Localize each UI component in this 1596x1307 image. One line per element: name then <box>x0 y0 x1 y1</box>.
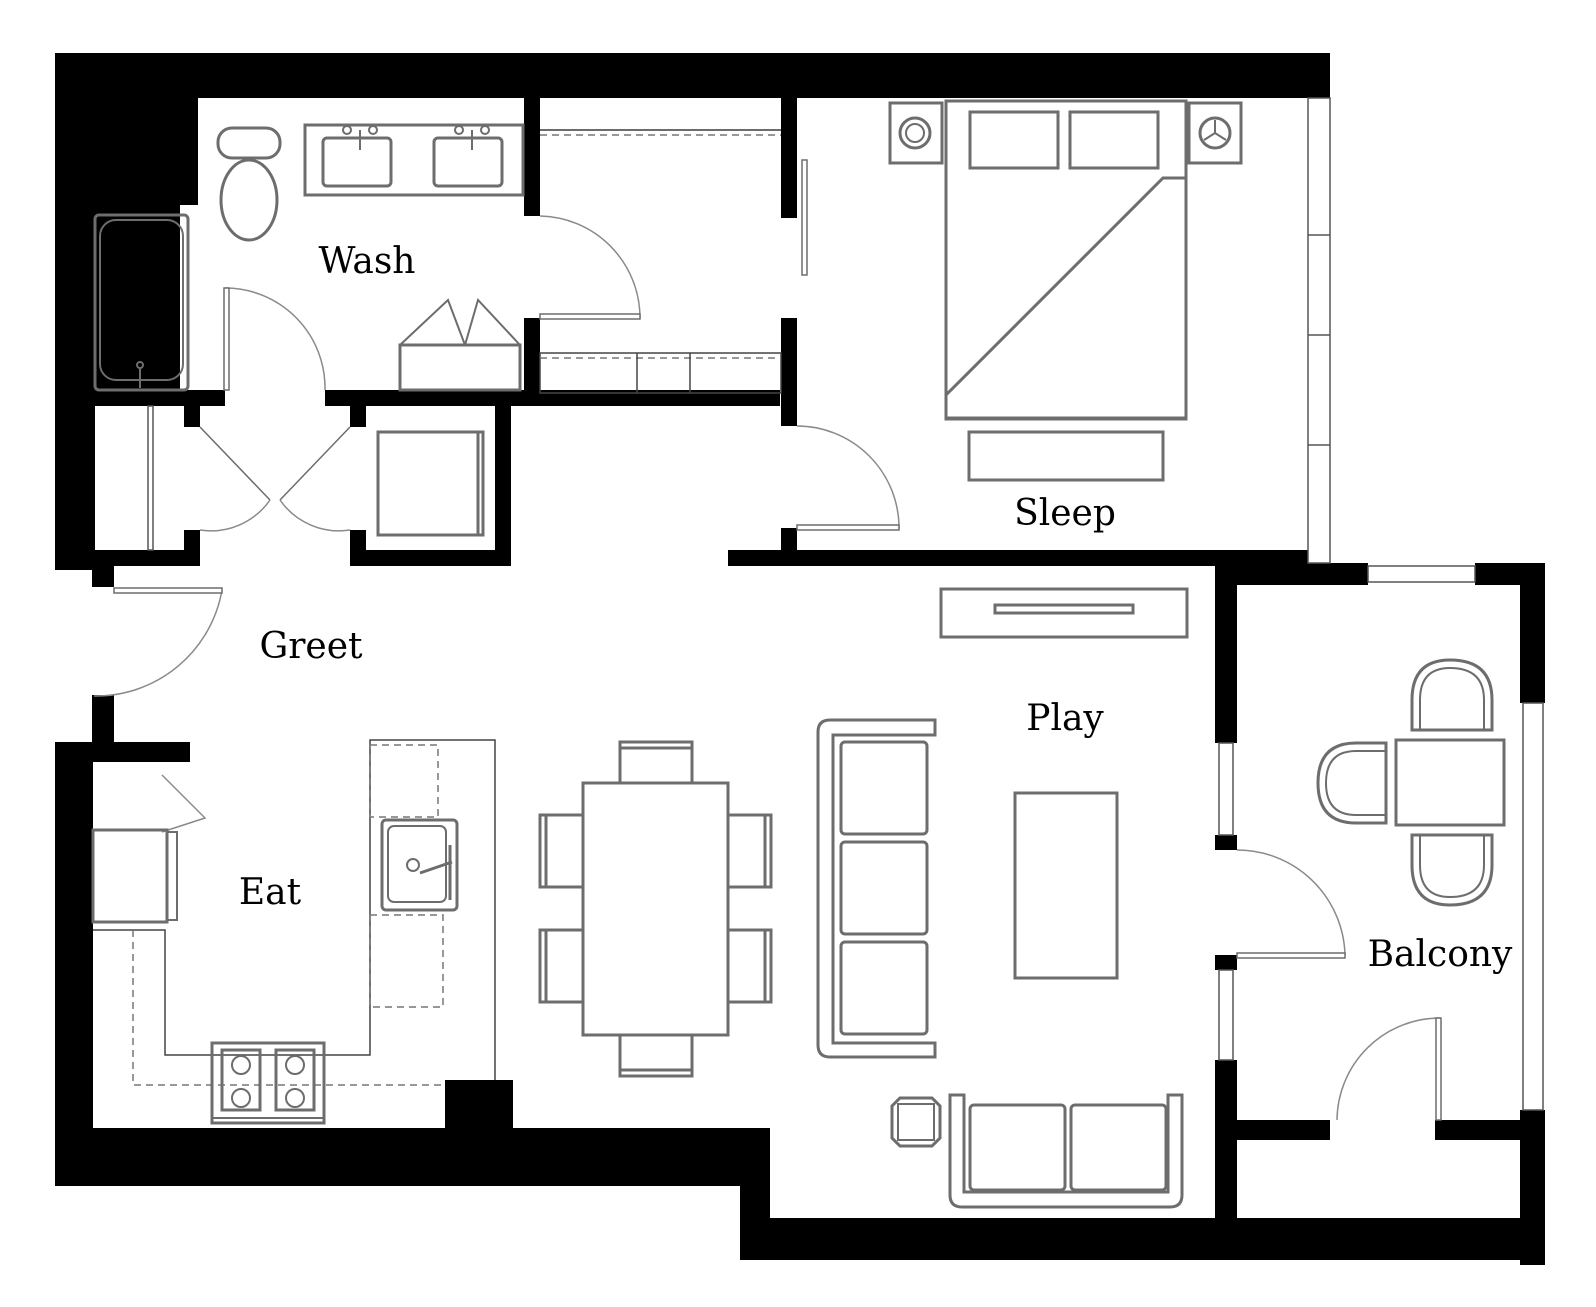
bench <box>967 430 1165 482</box>
nightstand-right <box>1187 101 1243 165</box>
window-balcony-right <box>1522 702 1544 1111</box>
wall-top <box>55 53 1330 98</box>
balcony-chair-bottom <box>1410 833 1494 907</box>
window-balcony-top <box>1367 565 1476 583</box>
sofa-left <box>816 718 937 1059</box>
door-wash-leaf <box>223 287 230 391</box>
wall-balcony-bottom-left <box>1215 1120 1330 1140</box>
wall-laundry-right <box>495 395 511 565</box>
wall-laundry-bottom <box>350 550 511 566</box>
door-balcony-leaf <box>1236 952 1346 959</box>
bed <box>944 99 1188 421</box>
wall-play-right-top <box>1215 563 1237 743</box>
wall-bath-bottom <box>95 390 225 406</box>
tv-console <box>939 587 1189 639</box>
upper-cabinet-2 <box>369 914 444 1008</box>
wall-wash-divider-top <box>524 98 540 216</box>
room-label-balcony: Balcony <box>1368 934 1513 975</box>
window-sleep-right <box>1307 97 1331 564</box>
wall-laundry-left-top <box>350 405 366 427</box>
wall-play-right-mid2 <box>1215 955 1237 970</box>
wall-play-right-bottom <box>1215 1060 1237 1230</box>
wall-left-lower <box>55 756 93 1186</box>
wall-bottom-right <box>740 1218 1545 1260</box>
living-furniture <box>816 587 1189 1209</box>
wall-entry-stub-bottom <box>92 695 114 755</box>
dining-table <box>581 781 730 1037</box>
side-table <box>890 1096 942 1148</box>
coffee-table <box>1013 791 1119 980</box>
wall-linen-stub-bottom <box>184 530 200 560</box>
wall-linen-bottom <box>95 550 200 566</box>
wall-laundry-left-bottom <box>350 530 366 560</box>
washer <box>398 343 522 392</box>
wall-bottom-left <box>55 1128 770 1186</box>
room-label-greet: Greet <box>259 626 363 667</box>
wall-left-upper <box>55 53 198 570</box>
room-label-sleep: Sleep <box>1014 493 1116 534</box>
wall-balcony-right-top <box>1520 563 1545 703</box>
wall-bath-bottom-2 <box>325 390 780 406</box>
nightstand-left <box>888 101 944 165</box>
vanity-sink-left <box>321 136 393 188</box>
walls <box>55 53 1545 1265</box>
bathtub <box>93 213 190 392</box>
bedroom-furniture <box>888 99 1243 482</box>
door-sleep-leaf <box>796 524 900 531</box>
window-play-balcony-2 <box>1218 969 1234 1061</box>
wall-play-right-mid <box>1215 835 1237 850</box>
window-play-balcony-1 <box>1218 742 1234 836</box>
wall-linen-stub-top <box>184 405 200 427</box>
wall-balcony-bottom-right <box>1435 1120 1545 1140</box>
door-sleep-sliding <box>801 159 808 276</box>
door-entry-swing <box>93 589 223 697</box>
room-label-wash: Wash <box>319 241 416 282</box>
wall-closet-sleep-top <box>781 98 797 218</box>
windows <box>147 97 1544 1111</box>
kitchen-sink <box>380 818 459 912</box>
wall-sleep-window-top <box>1308 53 1330 98</box>
range <box>210 1041 326 1125</box>
door-wash-swing <box>224 287 326 391</box>
wall-wash-divider-bottom <box>524 318 540 393</box>
wall-balcony-top-left <box>1215 563 1368 585</box>
balcony-furniture <box>1316 658 1506 907</box>
refrigerator <box>91 828 169 924</box>
door-balcony-swing <box>1236 849 1346 956</box>
balcony-table <box>1394 738 1506 827</box>
utility-unit <box>376 430 485 537</box>
kitchen <box>91 739 496 1125</box>
vanity-counter <box>303 123 525 197</box>
vanity-sink-right <box>432 136 504 188</box>
pillow-right <box>1068 110 1160 170</box>
pillow-left <box>968 110 1060 170</box>
door-closet-leaf <box>539 313 641 320</box>
wall-kitchen-return <box>55 742 190 762</box>
dining-set <box>538 740 773 1078</box>
door-entry-leaf <box>113 587 223 594</box>
upper-cabinet-1 <box>369 744 439 818</box>
closet-shelf <box>539 352 782 394</box>
room-label-eat: Eat <box>239 872 302 913</box>
closet-shelving <box>539 129 782 394</box>
sofa-bottom <box>948 1093 1184 1209</box>
tv <box>993 603 1135 615</box>
balcony-chair-left <box>1316 741 1388 825</box>
room-label-play: Play <box>1026 698 1104 739</box>
doors <box>93 159 1442 1121</box>
balcony-chair-top <box>1410 658 1494 732</box>
wall-entry-stub-top <box>92 565 114 587</box>
toilet <box>216 126 282 160</box>
kitchen-counter <box>93 739 496 1080</box>
wall-sleep-bottom <box>728 550 1308 566</box>
door-closet-swing <box>539 215 641 319</box>
bathroom-fixtures <box>93 123 525 392</box>
door-sleep-swing <box>796 425 900 529</box>
wall-kitchen-pillar <box>445 1080 513 1140</box>
window-linen <box>147 405 154 551</box>
room-labels: Wash Sleep Greet Play Eat Balcony <box>239 241 1513 975</box>
wall-closet-sleep-bottom <box>781 318 797 426</box>
